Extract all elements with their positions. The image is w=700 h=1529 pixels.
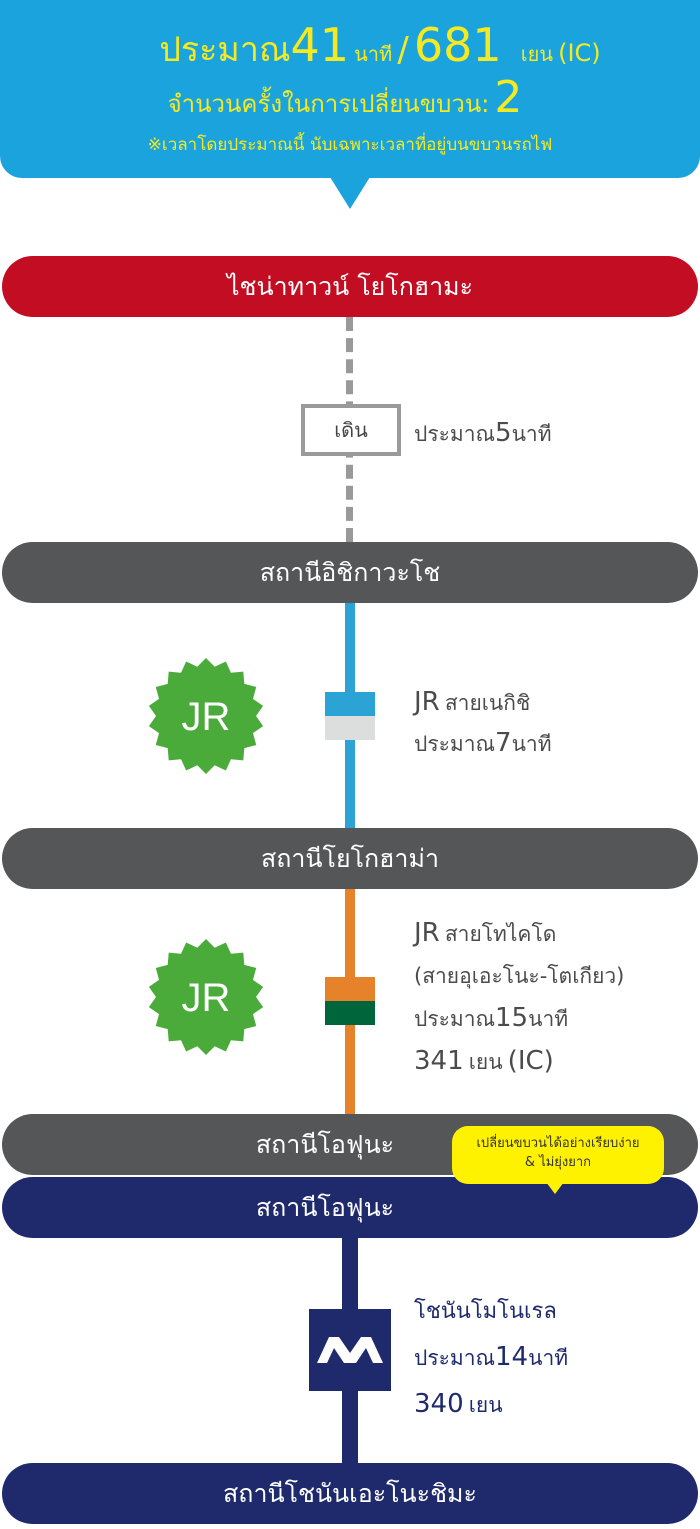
monorail-fare-value: 340	[414, 1389, 464, 1419]
jr-logo-text: JR	[182, 976, 231, 1020]
tokaido-line-name: สายโทไคโด	[444, 922, 557, 946]
jr-logo-icon: JR	[148, 658, 264, 774]
walk-time: ประมาณ5นาที	[414, 418, 552, 451]
duration-value: 41	[290, 18, 350, 72]
transfers-value: 2	[494, 72, 523, 123]
tokaido-fare-type: (IC)	[507, 1046, 554, 1076]
duration-unit: นาที	[354, 42, 393, 66]
monorail-fare-unit: เยน	[468, 1393, 503, 1417]
walk-time-label: ประมาณ	[414, 422, 496, 446]
tokaido-color-block-bottom	[325, 1001, 375, 1025]
tokaido-time-label: ประมาณ	[414, 1007, 496, 1031]
station-yokohama[interactable]: สถานีโยโกฮาม่า	[2, 828, 698, 889]
negishi-color-block-top	[325, 692, 375, 716]
jr-negishi-info: JR สายเนกิชิ ประมาณ7นาที	[414, 683, 552, 765]
transfer-tooltip: เปลี่ยนขบวนได้อย่างเรียบง่าย & ไม่ยุ่งยา…	[452, 1126, 664, 1184]
tokaido-fare-unit: เยน	[468, 1050, 503, 1074]
jr-logo-icon: JR	[148, 939, 264, 1055]
fare-value: 681	[413, 18, 502, 72]
monorail-time-label: ประมาณ	[414, 1346, 496, 1370]
station-ofuna-monorail[interactable]: สถานีโอฟุนะ	[2, 1177, 698, 1238]
walk-badge: เดิน	[301, 404, 401, 456]
monorail-line-name: โชนันโมโนเรล	[414, 1299, 557, 1324]
station-chinatown-yokohama[interactable]: ไชน่าทาวน์ โยโกฮามะ	[2, 256, 698, 317]
transfers-label: จำนวนครั้งในการเปลี่ยนขบวน:	[167, 90, 490, 118]
fare-unit: เยน	[520, 42, 554, 66]
fare-type: (IC)	[558, 39, 601, 67]
shonan-monorail-logo-icon	[309, 1309, 391, 1391]
walk-time-value: 5	[495, 418, 512, 448]
tooltip-line1: เปลี่ยนขบวนได้อย่างเรียบง่าย	[476, 1136, 640, 1151]
jr-tokaido-info: JR สายโทไคโด (สายอุเอะโนะ-โตเกียว) ประมา…	[414, 913, 624, 1084]
route-summary-panel	[0, 0, 700, 178]
negishi-time-label: ประมาณ	[414, 732, 496, 756]
negishi-time-unit: นาที	[511, 732, 552, 756]
separator: /	[397, 30, 409, 70]
summary-transfers: จำนวนครั้งในการเปลี่ยนขบวน: 2	[0, 72, 690, 123]
tokaido-time-value: 15	[495, 1003, 529, 1033]
negishi-line-name: สายเนกิชิ	[444, 691, 531, 715]
station-shonan-enoshima[interactable]: สถานีโชนันเอะโนะชิมะ	[2, 1463, 698, 1524]
station-ishikawacho[interactable]: สถานีอิชิกาวะโช	[2, 542, 698, 603]
summary-note: ※เวลาโดยประมาณนี้ นับเฉพาะเวลาที่อยู่บนข…	[147, 135, 553, 155]
negishi-time-value: 7	[495, 728, 512, 758]
summary-pointer	[330, 177, 370, 209]
monorail-info: โชนันโมโนเรล ประมาณ14นาที 340 เยน	[414, 1290, 568, 1429]
tooltip-pointer	[546, 1182, 564, 1194]
tokaido-line-sub: (สายอุเอะโนะ-โตเกียว)	[414, 964, 625, 988]
tokaido-line-prefix: JR	[414, 918, 440, 948]
summary-duration-fare: ประมาณ41 นาที / 681 เยน (IC)	[0, 18, 700, 76]
monorail-time-unit: นาที	[528, 1346, 569, 1370]
tooltip-line2: & ไม่ยุ่งยาก	[524, 1155, 592, 1170]
negishi-color-block-bottom	[325, 716, 375, 740]
monorail-time-value: 14	[495, 1342, 529, 1372]
jr-logo-text: JR	[182, 695, 231, 739]
tokaido-time-unit: นาที	[528, 1007, 569, 1031]
tokaido-color-block-top	[325, 977, 375, 1001]
negishi-line-prefix: JR	[414, 687, 440, 717]
tokaido-fare-value: 341	[414, 1046, 464, 1076]
duration-label: ประมาณ	[159, 30, 291, 70]
walk-time-unit: นาที	[511, 422, 552, 446]
station-ofuna-jr-label: สถานีโอฟุนะ	[255, 1130, 395, 1159]
station-ofuna-monorail-label: สถานีโอฟุนะ	[255, 1193, 395, 1222]
